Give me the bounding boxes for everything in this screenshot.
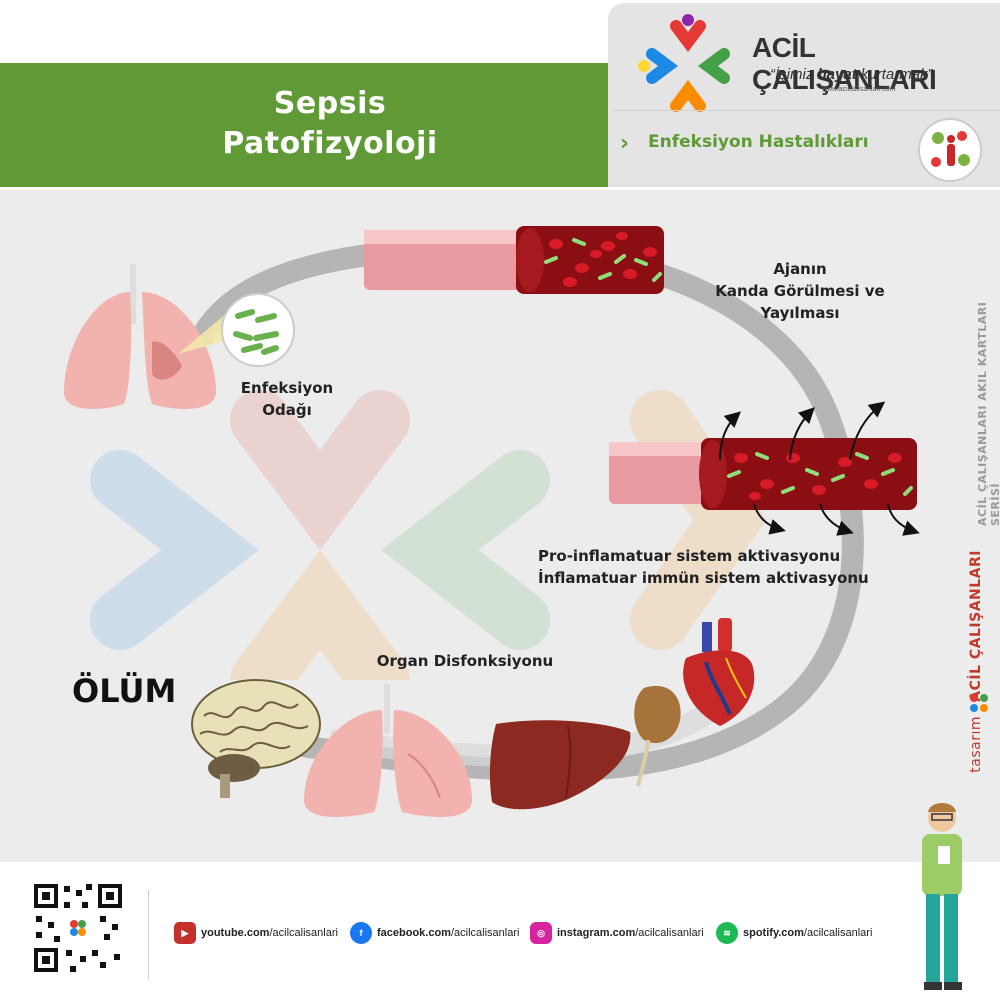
- label-spread-line-2: Kanda Görülmesi ve: [715, 282, 885, 300]
- infection-category-icon: [918, 118, 982, 182]
- brand-name: ACİL ÇALIŞANLARI: [752, 32, 937, 95]
- instagram-link[interactable]: instagram.com/acilcalisanlari: [557, 927, 704, 939]
- label-agent-spread: Ajanın Kanda Görülmesi ve Yayılması: [682, 258, 918, 324]
- watermark-logo-icon: [90, 390, 550, 680]
- category-label[interactable]: Enfeksiyon Hastalıkları: [648, 132, 869, 152]
- brand-url[interactable]: www.acilcalisanlari.com: [822, 86, 896, 93]
- label-death: ÖLÜM: [72, 672, 177, 710]
- qr-code-icon[interactable]: [30, 880, 126, 976]
- doctor-character-icon: [922, 803, 962, 990]
- label-spread-line-3: Yayılması: [760, 304, 840, 322]
- facebook-link[interactable]: facebook.com/acilcalisanlari: [377, 927, 519, 939]
- designer-name: ACİL ÇALIŞANLARI: [968, 550, 984, 702]
- social-facebook[interactable]: f facebook.com/acilcalisanlari: [350, 922, 519, 944]
- spotify-path: /acilcalisanlari: [803, 927, 873, 939]
- label-inflammation: Pro-inflamatuar sistem aktivasyonu İnfla…: [538, 545, 950, 589]
- series-label: ACİL ÇALIŞANLARI AKIL KARTLARI SERİSİ: [976, 301, 1000, 526]
- lungs-organ-icon: [304, 684, 472, 817]
- slogan-bold: hayat: [817, 66, 857, 83]
- label-organ-dysfunction: Organ Disfonksiyonu: [376, 652, 554, 670]
- facebook-path: /acilcalisanlari: [450, 927, 520, 939]
- designer-prefix: tasarım: [968, 716, 984, 773]
- spotify-domain: spotify.com: [743, 927, 804, 939]
- lungs-infection-focus: [64, 264, 216, 409]
- label-inflam-line-2: İnflamatuar immün sistem aktivasyonu: [538, 569, 869, 587]
- youtube-path: /acilcalisanlari: [269, 927, 338, 939]
- slogan-pre: “İşimiz: [770, 66, 818, 83]
- label-spread-line-1: Ajanın: [773, 260, 827, 278]
- page-title: Sepsis Patofizyoloji: [150, 84, 510, 164]
- youtube-domain: youtube.com: [201, 927, 270, 939]
- brand-logo-icon: [638, 14, 730, 112]
- title-line-2: Patofizyoloji: [222, 126, 438, 161]
- youtube-link[interactable]: youtube.com/acilcalisanlari: [201, 927, 338, 939]
- spotify-icon: ≋: [716, 922, 738, 944]
- footer-divider: [148, 890, 149, 980]
- slogan-post: kurtarmak”: [856, 66, 933, 83]
- blood-vessel-top: [364, 226, 664, 294]
- brand-slogan: “İşimiz hayat kurtarmak”: [770, 66, 933, 83]
- spotify-link[interactable]: spotify.com/acilcalisanlari: [743, 927, 872, 939]
- facebook-domain: facebook.com: [377, 927, 451, 939]
- kidney-icon: [634, 685, 681, 787]
- blood-vessel-middle: [609, 438, 917, 510]
- instagram-icon: ◎: [530, 922, 552, 944]
- chevron-right-icon: ›: [620, 131, 630, 156]
- instagram-domain: instagram.com: [557, 927, 636, 939]
- designer-logo-icon: [970, 694, 988, 712]
- label-focus-line-1: Enfeksiyon: [240, 379, 334, 397]
- facebook-icon: f: [350, 922, 372, 944]
- label-inflam-line-1: Pro-inflamatuar sistem aktivasyonu: [538, 547, 841, 565]
- designer-credit: tasarım ACİL ÇALIŞANLARI: [962, 540, 996, 790]
- social-spotify[interactable]: ≋ spotify.com/acilcalisanlari: [716, 922, 872, 944]
- panel-divider: [612, 110, 1000, 111]
- bacteria-magnified-icon: [221, 293, 295, 367]
- label-focus-line-2: Odağı: [262, 401, 312, 419]
- instagram-path: /acilcalisanlari: [635, 927, 704, 939]
- dispersion-arrows: [719, 401, 920, 536]
- heart-icon: [683, 618, 755, 726]
- liver-icon: [489, 720, 631, 810]
- footer: [0, 862, 1000, 1000]
- title-line-1: Sepsis: [273, 86, 387, 121]
- title-banner: [0, 63, 608, 187]
- youtube-icon: ▶: [174, 922, 196, 944]
- social-instagram[interactable]: ◎ instagram.com/acilcalisanlari: [530, 922, 704, 944]
- social-youtube[interactable]: ▶ youtube.com/acilcalisanlari: [174, 922, 338, 944]
- label-infection-focus: Enfeksiyon Odağı: [222, 377, 352, 421]
- brain-icon: [191, 679, 321, 798]
